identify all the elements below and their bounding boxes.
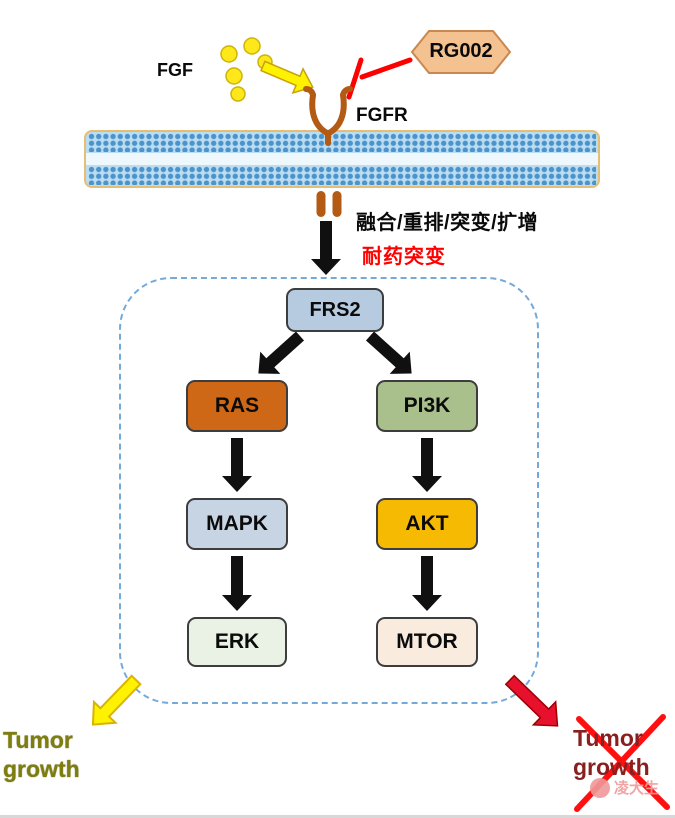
fgfr-label: FGFR: [356, 105, 408, 126]
tumor-growth-left-line1: Tumor: [3, 727, 73, 753]
bottom-divider: [0, 815, 675, 818]
watermark: 凌大生: [590, 777, 659, 798]
node-erk: ERK: [187, 617, 287, 667]
node-frs2: FRS2: [286, 288, 384, 332]
intracellular-region: [119, 277, 539, 704]
node-mapk: MAPK: [186, 498, 288, 550]
fgf-ligand-dots-icon: [220, 37, 273, 102]
fgfr-transmembrane-bars-icon: [316, 191, 342, 217]
rg002-label: RG002: [429, 40, 493, 62]
lipid-layer-bottom: [88, 166, 596, 185]
node-mtor: MTOR: [376, 617, 478, 667]
tumor-growth-right: Tumor growth: [573, 724, 650, 782]
fgf-label: FGF: [157, 60, 193, 80]
watermark-text: 凌大生: [614, 780, 660, 797]
node-ras: RAS: [186, 380, 288, 432]
resistance-mutation-label: 耐药突变: [362, 246, 446, 268]
arrow-fgfr-frs2: [311, 221, 341, 275]
node-akt: AKT: [376, 498, 478, 550]
watermark-logo-icon: [590, 777, 610, 798]
lipid-layer-top: [88, 133, 596, 152]
cell-membrane: [84, 130, 600, 188]
alterations-label: 融合/重排/突变/扩增: [356, 212, 539, 234]
inhibition-tbar-icon: [346, 57, 413, 100]
tumor-growth-left: Tumor growth: [3, 726, 80, 784]
tumor-growth-left-line2: growth: [3, 755, 80, 782]
node-pi3k: PI3K: [376, 380, 478, 432]
fgf-activation-arrow: [260, 60, 314, 94]
tumor-growth-right-line1: Tumor: [573, 725, 643, 751]
